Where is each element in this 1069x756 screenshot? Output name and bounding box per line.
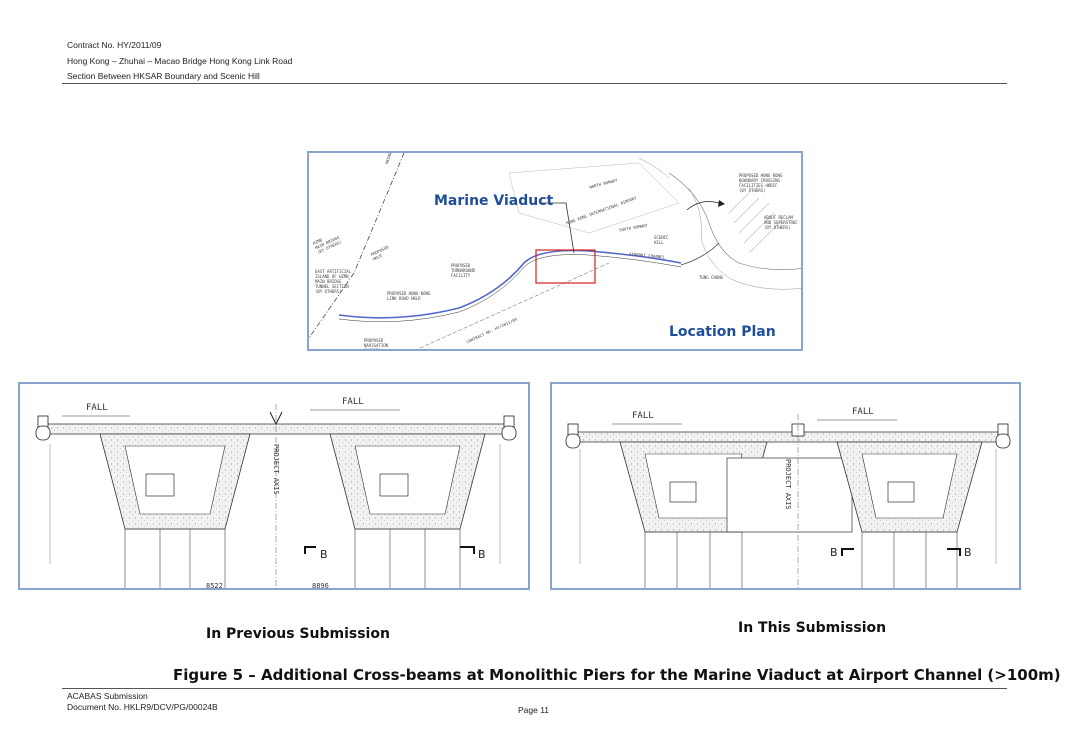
section-mark-b-left: B: [320, 548, 328, 561]
dimension-left: 8522: [206, 582, 223, 590]
previous-section-figure: FALL FALL PROJECT AXIS B B 8522 8896: [18, 382, 530, 590]
tung-chung-note: TUNG CHUNG: [699, 275, 724, 280]
this-section-drawing: [565, 414, 1011, 588]
section-mark-b-right: B: [964, 546, 972, 559]
document-number: Document No. HKLR9/DCV/PG/00024B: [67, 702, 218, 712]
reclamation-note: ABOUT RECLAM AND SUPERSTRUC (BY OTHERS): [764, 215, 798, 230]
footer-divider: [62, 688, 1007, 689]
additional-cross-beam: [726, 457, 853, 533]
fall-right-label: FALL: [852, 407, 874, 417]
link-road-note: PROPOSED HONG KONG LINK ROAD HKLR: [387, 291, 431, 301]
turnaround-note: PROPOSED TURNAROUND FACILITY: [451, 263, 476, 278]
project-axis-label: PROJECT AXIS: [784, 459, 792, 510]
fall-left-label: FALL: [86, 403, 108, 413]
fall-right-label: FALL: [342, 397, 364, 407]
project-axis-label: PROJECT AXIS: [272, 444, 280, 495]
tunnel-note: EAST ARTIFICIAL ISLAND OF HZMB MAIN BRID…: [315, 269, 352, 294]
header-divider: [62, 83, 1007, 84]
this-submission-caption: In This Submission: [738, 620, 887, 636]
location-plan-figure: Marine Viaduct Location Plan HKSAR BOUND…: [307, 151, 803, 351]
location-plan-label: Location Plan: [669, 324, 776, 340]
viaduct-highlight-box: [535, 249, 596, 284]
project-title: Hong Kong – Zhuhai – Macao Bridge Hong K…: [67, 56, 293, 66]
page-number: Page 11: [518, 705, 550, 715]
section-mark-b-left: B: [830, 546, 838, 559]
location-plan-drawing: [309, 153, 801, 349]
this-section-figure: FALL FALL PROJECT AXIS B B: [550, 382, 1021, 590]
navigation-note: PROPOSED NAVIGATION CHANNEL: [364, 338, 389, 351]
fall-left-label: FALL: [632, 411, 654, 421]
marine-viaduct-label: Marine Viaduct: [434, 193, 554, 209]
section-mark-b-right: B: [478, 548, 486, 561]
figure-title: Figure 5 – Additional Cross-beams at Mon…: [173, 666, 1061, 684]
previous-submission-caption: In Previous Submission: [206, 626, 390, 642]
dimension-right: 8896: [312, 582, 329, 590]
section-title: Section Between HKSAR Boundary and Sceni…: [67, 71, 260, 81]
submission-label: ACABAS Submission: [67, 691, 148, 701]
previous-section-drawing: [35, 404, 517, 588]
contract-number: Contract No. HY/2011/09: [67, 40, 162, 50]
scenic-hill-note: SCENIC HILL: [654, 235, 669, 245]
boundary-crossing-note: PROPOSED HONG KONG BOUNDARY CROSSING FAC…: [739, 173, 783, 193]
